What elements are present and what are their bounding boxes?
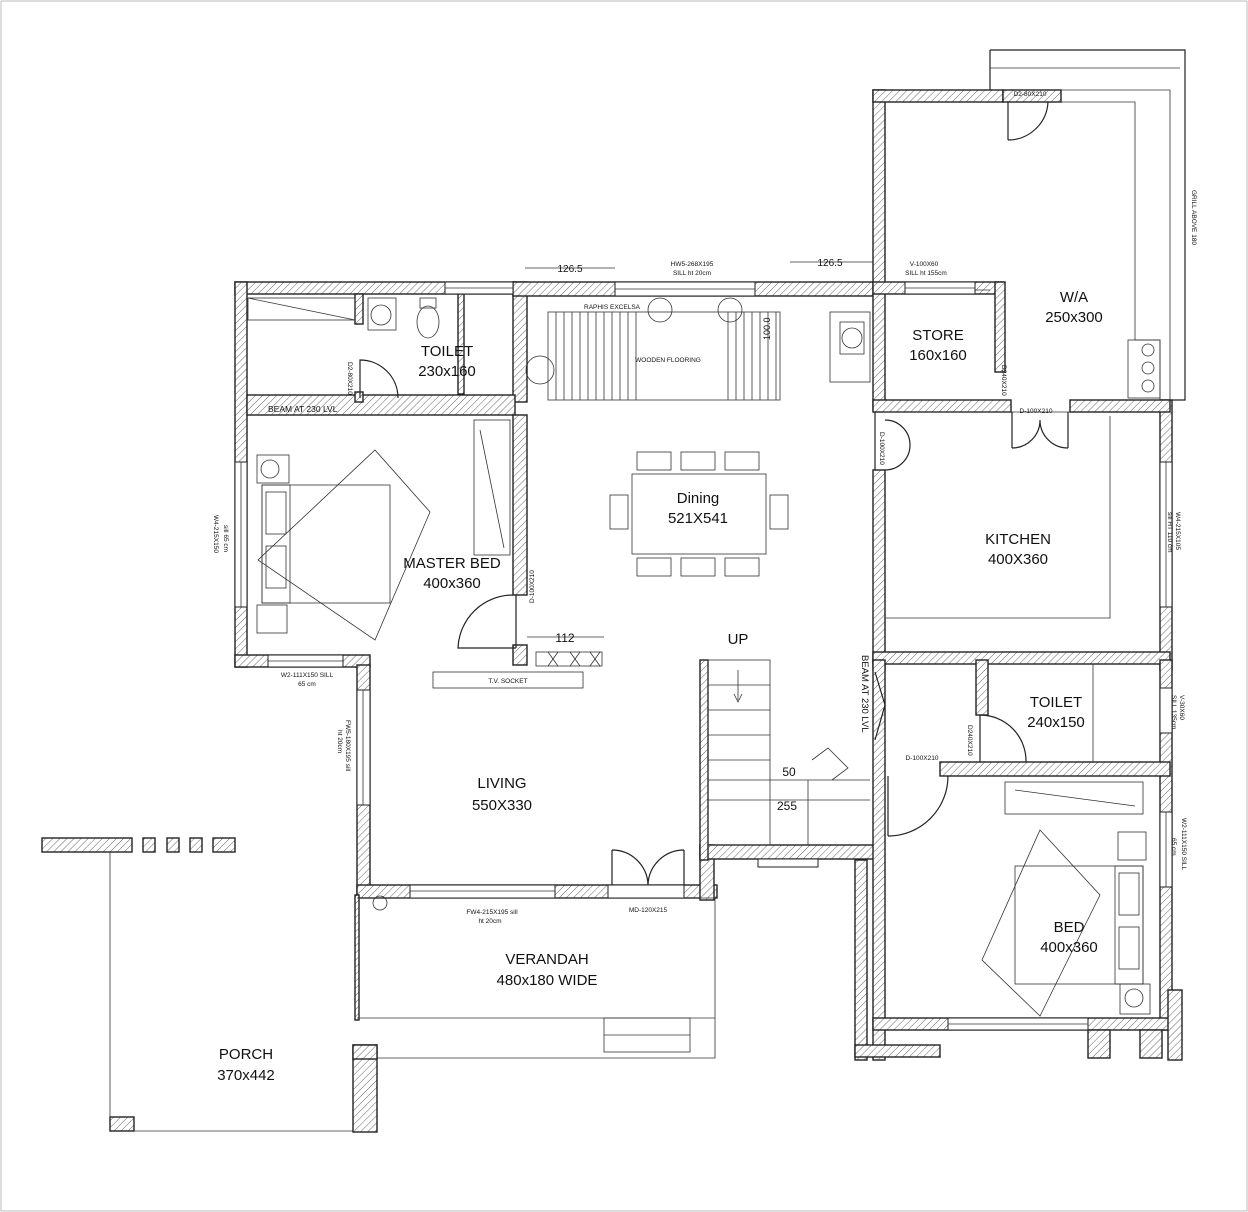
dim-255: 255: [777, 799, 797, 813]
dimension-labels: 126.5 126.5 112 50 255: [555, 258, 843, 813]
kitchen-counter: [885, 411, 1111, 619]
wooden-flooring-note: WOODEN FLOORING: [635, 357, 701, 364]
d2-store-note: D240X210: [1000, 365, 1007, 396]
d-dining-kitchen-note: D-100X210: [878, 432, 885, 465]
dim-50: 50: [782, 765, 796, 779]
stair-up-label: UP: [728, 631, 749, 648]
raphis-note: RAPHIS EXCELSA: [584, 304, 641, 311]
verandah-name: VERANDAH: [505, 951, 588, 968]
master-bed-size: 400x360: [423, 575, 481, 592]
d2-toilet-top-note: D2-80X210: [346, 362, 353, 395]
w2-bed-sill-note: 65 cm: [1170, 838, 1177, 856]
wa-name: W/A: [1060, 289, 1088, 306]
md-note: MD-120X215: [629, 907, 668, 914]
toilet-right-name: TOILET: [1030, 694, 1082, 711]
doors: [359, 359, 1069, 886]
w4-left-sill-note: sill 65 cm: [222, 525, 229, 552]
v-toilet-sill-note: SILL 135cm: [1170, 695, 1177, 729]
w4-left-note: W4-215X150: [212, 515, 219, 553]
fw5-sill-note: ht 20cm: [336, 730, 343, 753]
dim-126-b: 126.5: [817, 258, 842, 269]
wa-size: 250x300: [1045, 309, 1103, 326]
fw4-sill-note: ht 20cm: [478, 918, 501, 925]
fw4-note: FW4-215X195 sill: [466, 909, 518, 916]
staircase: [707, 659, 870, 846]
walls: [41, 89, 1183, 1133]
toilet-top-size: 230x160: [418, 363, 476, 380]
w4-kitchen-sill-note: sill HT 110 cm: [1166, 512, 1173, 553]
v-window-note: V-100X60: [910, 261, 939, 268]
toilet-right-size: 240x150: [1027, 714, 1085, 731]
wooden-flooring: [525, 297, 871, 401]
living-verandah-porch: [109, 651, 716, 1132]
dining-size: 521X541: [668, 510, 728, 527]
bed-name: BED: [1054, 919, 1085, 936]
store-size: 160x160: [909, 347, 967, 364]
dim-100-note: 100.0: [762, 317, 772, 340]
toilet-top-name: TOILET: [421, 343, 473, 360]
w2-bed-note: W2-111X150 SILL: [1180, 818, 1187, 871]
hw5-note: HW5-268X195: [671, 261, 714, 268]
w2-bottom-note: W2-111X150 SILL: [281, 672, 334, 679]
living-name: LIVING: [477, 775, 526, 792]
annotations: BEAM AT 230 LVL BEAM AT 230 LVL HW5-268X…: [212, 91, 1197, 925]
kitchen-size: 400X360: [988, 551, 1048, 568]
tv-socket-note: T.V. SOCKET: [488, 678, 527, 685]
windows: [234, 281, 1173, 1031]
dimension-lines: [525, 261, 873, 638]
beam-stair-note: BEAM AT 230 LVL: [859, 655, 870, 733]
dim-112: 112: [555, 631, 574, 645]
wa-enclosure: [940, 49, 1186, 401]
living-size: 550X330: [472, 797, 532, 814]
master-bed-furniture: [247, 297, 511, 641]
room-labels: TOILET 230x160 MASTER BED 400x360 Dining…: [217, 289, 1103, 1084]
v-window-sill-note: SILL ht 155cm: [905, 270, 947, 277]
verandah-size: 480x180 WIDE: [497, 972, 598, 989]
store-name: STORE: [912, 327, 963, 344]
bed-size: 400x360: [1040, 939, 1098, 956]
dim-126-a: 126.5: [557, 264, 582, 275]
d2-top-note: D2-80X210: [1014, 91, 1047, 98]
w2-bottom-sill-note: 65 cm: [298, 681, 316, 688]
d2-toilet-right-note: D240X210: [966, 725, 973, 756]
d-kitchen-note: D-100X210: [1020, 408, 1053, 415]
v-toilet-note: V-30X60: [1178, 695, 1185, 720]
fw5-note: FW5-180X195 sill: [344, 720, 351, 772]
porch-size: 370x442: [217, 1067, 275, 1084]
d-bed-note: D-100X210: [906, 755, 939, 762]
hw5-sill-note: SILL ht 20cm: [673, 270, 711, 277]
dining-table: [609, 451, 789, 577]
grill-note: GRILL ABOVE 180: [1190, 190, 1197, 245]
d-master-note: D-100X210: [529, 570, 536, 603]
master-bed-name: MASTER BED: [403, 555, 501, 572]
w4-kitchen-note: W4-215X105: [1174, 512, 1181, 550]
bed-furniture: [981, 664, 1151, 1017]
beam-master-note: BEAM AT 230 LVL: [268, 404, 338, 414]
porch-name: PORCH: [219, 1046, 273, 1063]
kitchen-name: KITCHEN: [985, 531, 1051, 548]
dining-name: Dining: [677, 490, 720, 507]
